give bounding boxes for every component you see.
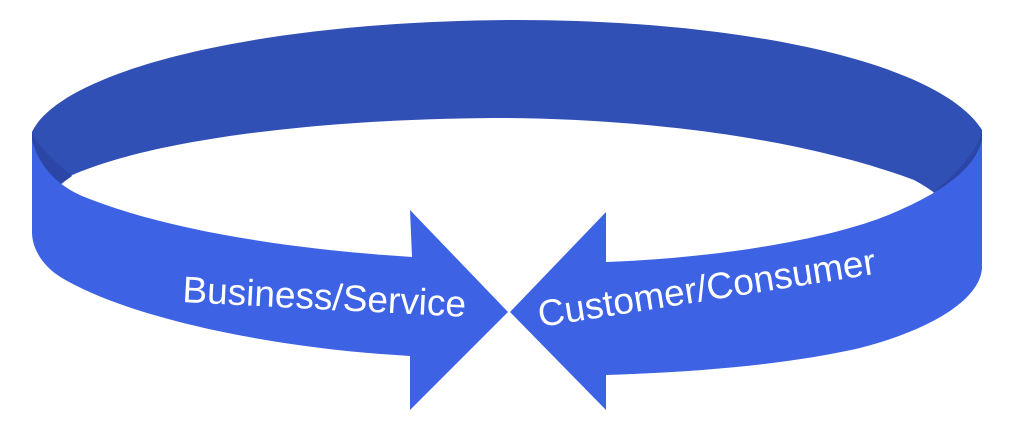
ring-back-band xyxy=(32,19,982,256)
right-arrow-band xyxy=(510,140,982,410)
left-arrow-band xyxy=(32,140,508,410)
